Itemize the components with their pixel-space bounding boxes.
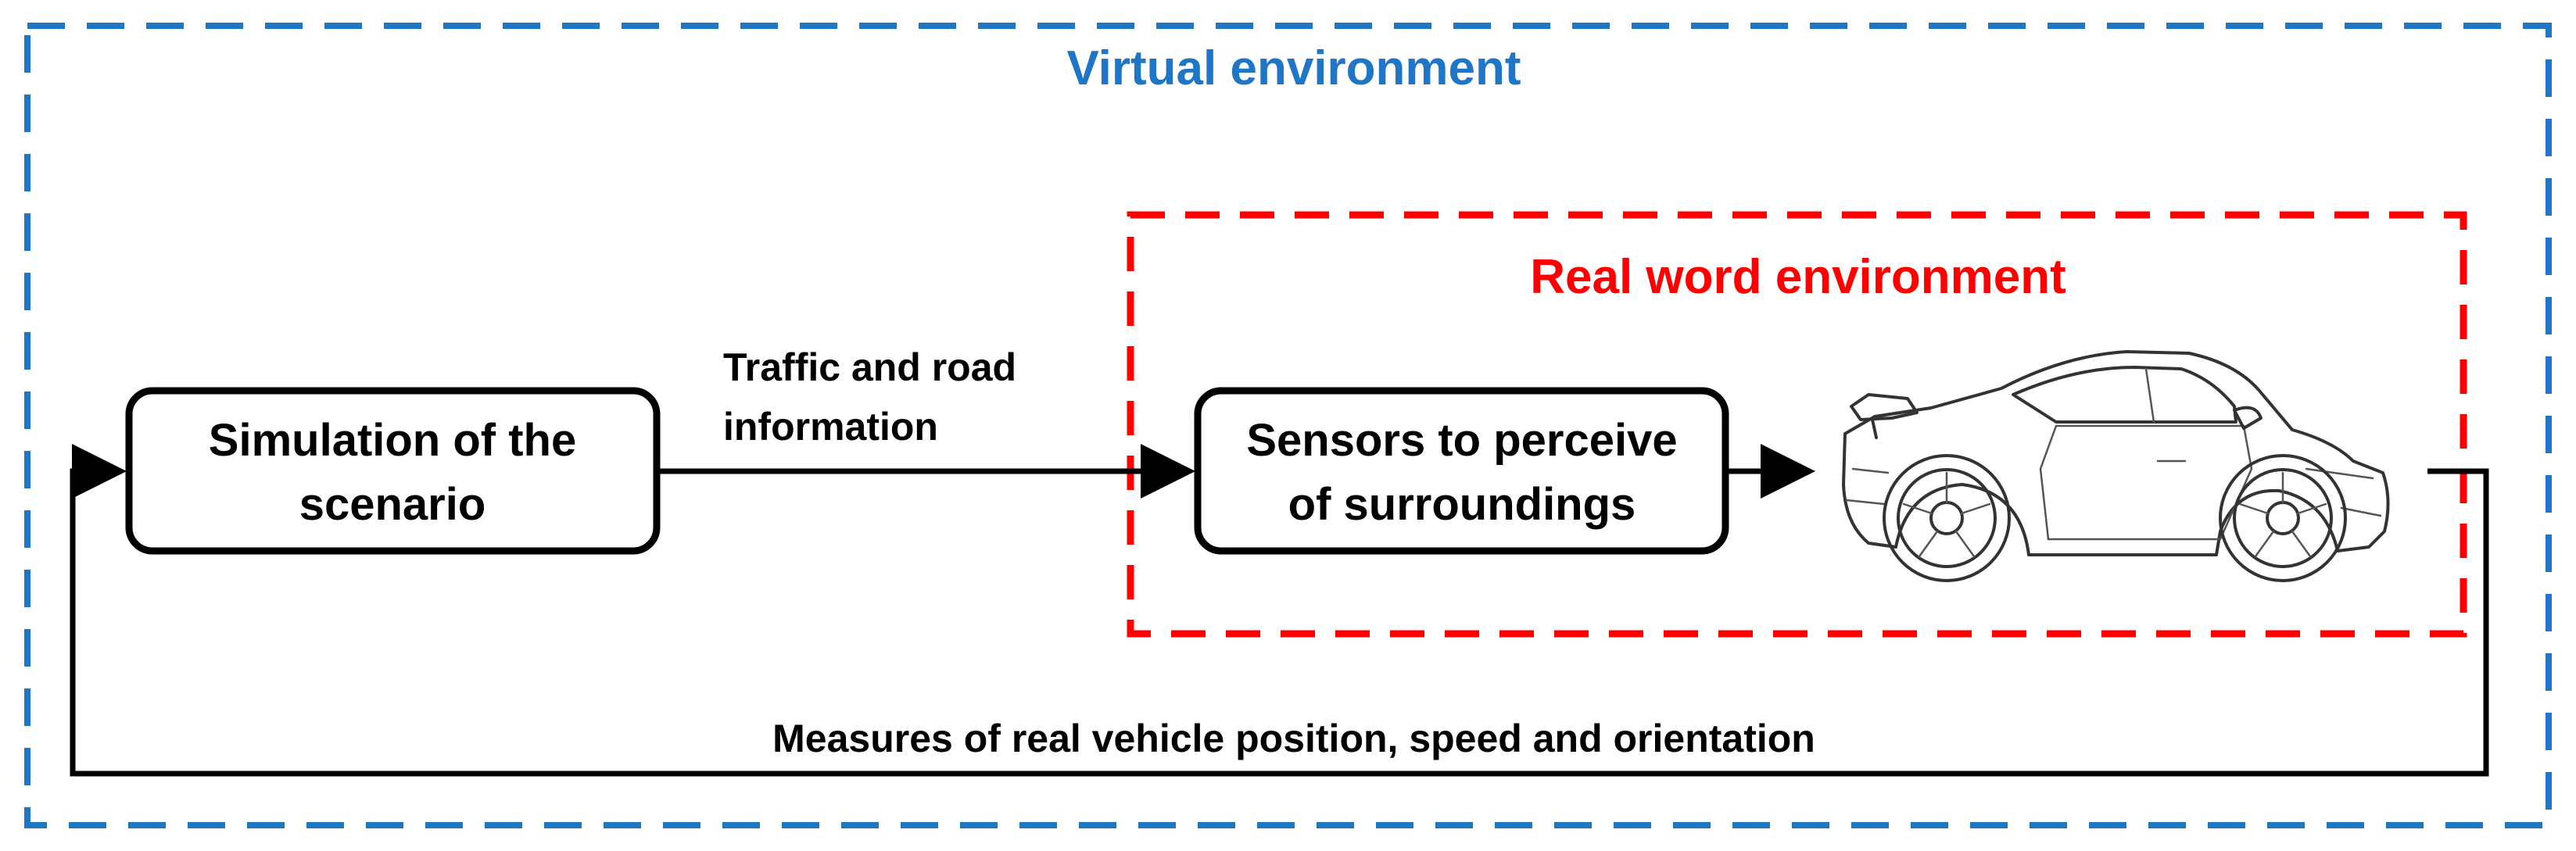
feedback-label: Measures of real vehicle position, speed… <box>772 717 1815 760</box>
traffic-label-line2: information <box>723 405 938 449</box>
virtual-environment-border <box>24 23 2552 828</box>
feedback-loop-line <box>70 444 2489 777</box>
sensors-node: Sensors to perceive of surroundings <box>1194 387 1729 555</box>
simulation-label-line2: scenario <box>299 479 486 530</box>
traffic-label-line1: Traffic and road <box>723 345 1016 389</box>
real-environment-border <box>1127 211 2467 638</box>
virtual-environment-title: Virtual environment <box>1066 41 1521 95</box>
simulation-node: Simulation of the scenario <box>125 387 661 555</box>
sensors-label-line2: of surroundings <box>1288 479 1636 530</box>
sensors-label-line1: Sensors to perceive <box>1246 415 1677 466</box>
simulation-label-line1: Simulation of the <box>209 415 576 466</box>
car-icon <box>1842 350 2390 582</box>
real-environment-title: Real word environment <box>1530 250 2066 304</box>
